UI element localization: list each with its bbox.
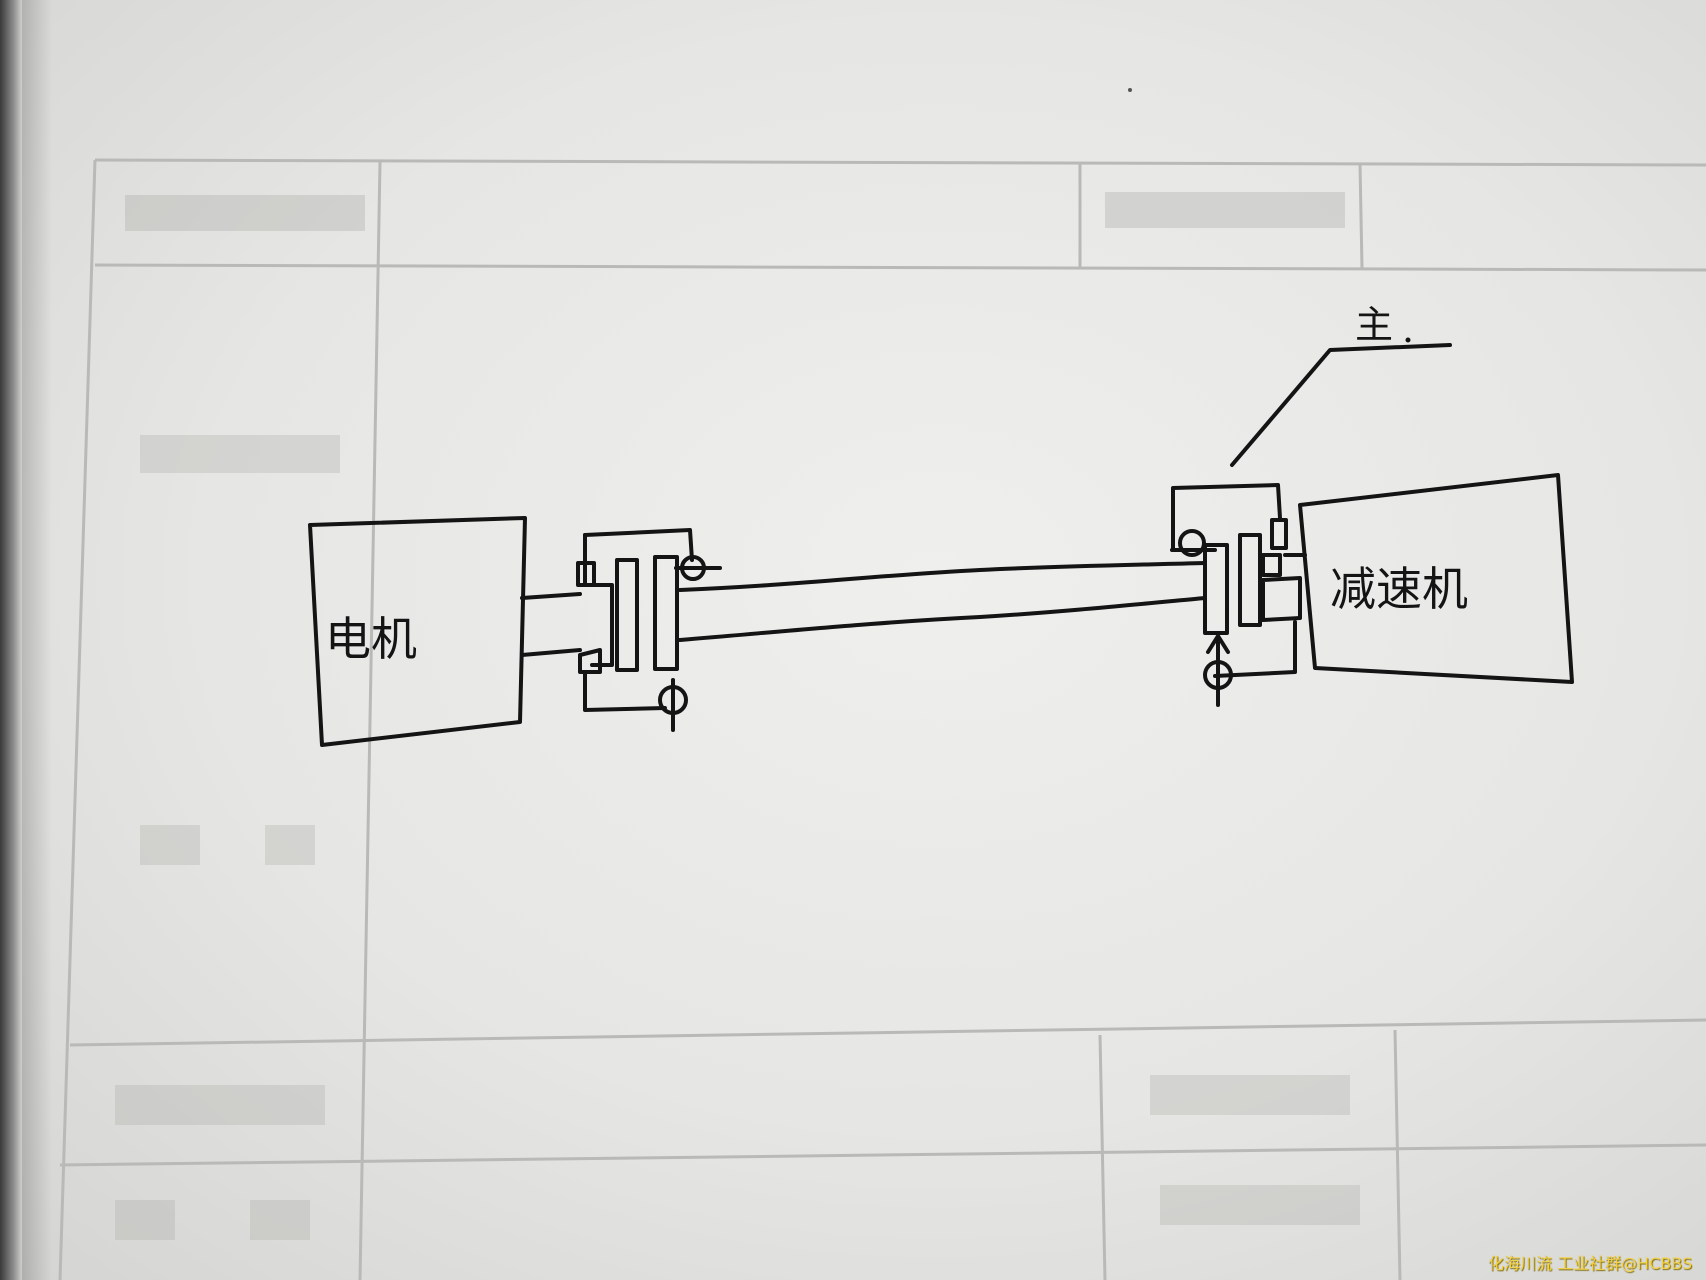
right-coupling-key-top-inner: [1270, 518, 1288, 550]
callout-label: 主: [1355, 303, 1393, 347]
motor-shaft: [520, 592, 582, 657]
right-coupling: [1170, 483, 1302, 707]
grid-line-4: [59, 1143, 1706, 1167]
intermediate-shaft: [678, 561, 1207, 642]
bleed-mark: [1150, 1075, 1350, 1115]
right-coupling-arrow-icon: [1206, 634, 1230, 654]
intermediate-shaft-top-edge: [678, 561, 1207, 592]
grid-line-col-3: [1358, 163, 1364, 269]
reducer-block: 减速机: [1298, 473, 1574, 684]
left-coupling: [576, 528, 722, 732]
grid-line-top: [94, 158, 1706, 167]
motor-shaft-top-edge: [520, 592, 582, 600]
right-coupling-top-bracket: [1171, 483, 1282, 552]
grid-line-col-5: [1393, 1029, 1402, 1280]
intermediate-shaft-bottom-edge: [678, 596, 1207, 642]
bleed-mark: [125, 195, 365, 231]
reducer-label: 减速机: [1330, 562, 1468, 616]
bleed-mark: [1160, 1185, 1360, 1225]
grid-line-col-4: [1098, 1034, 1107, 1280]
callout-leader-line: [1230, 343, 1452, 467]
bleed-mark: [250, 1200, 310, 1240]
notebook-binding-edge: [0, 0, 22, 1280]
bleed-mark: [140, 825, 200, 865]
stray-dot: [1128, 88, 1132, 92]
page-shadow: [22, 0, 52, 1280]
grid-line-3: [69, 1018, 1706, 1047]
right-coupling-flange-2: [1238, 533, 1262, 627]
grid-line-col-1: [358, 161, 382, 1280]
bleed-mark: [265, 825, 315, 865]
left-coupling-flange-1: [615, 558, 639, 672]
motor-block: 电机: [308, 516, 527, 747]
bleed-mark: [115, 1085, 325, 1125]
bleed-mark: [140, 435, 340, 473]
motor-label: 电机: [325, 612, 417, 666]
motor-shaft-bottom-edge: [520, 648, 582, 657]
bleed-mark: [1105, 192, 1345, 228]
right-coupling-key-top: [1261, 553, 1282, 577]
left-coupling-top-bracket: [583, 528, 694, 562]
right-coupling-flange-1: [1203, 543, 1229, 635]
right-coupling-bottom-bracket: [1213, 620, 1297, 678]
motor-box-outline: [308, 516, 527, 747]
right-coupling-key-bottom: [1261, 576, 1302, 622]
left-coupling-bottom-bracket: [583, 670, 667, 712]
left-coupling-flange-2: [653, 555, 679, 671]
form-grid: [58, 158, 1706, 1280]
reducer-box-outline: [1298, 473, 1574, 684]
grid-line-left: [58, 159, 97, 1280]
callout: 主: [1230, 303, 1452, 467]
left-coupling-key-bottom: [578, 648, 602, 674]
grid-line-2: [94, 263, 1706, 272]
right-coupling-bolt-top-icon: [1178, 529, 1206, 557]
bleed-through-marks: [115, 192, 1360, 1240]
left-coupling-key-top: [576, 561, 596, 587]
watermark: 化海川流 工业社群@HCBBS: [1487, 1254, 1692, 1273]
bleed-mark: [115, 1200, 175, 1240]
callout-dot: [1405, 337, 1411, 343]
